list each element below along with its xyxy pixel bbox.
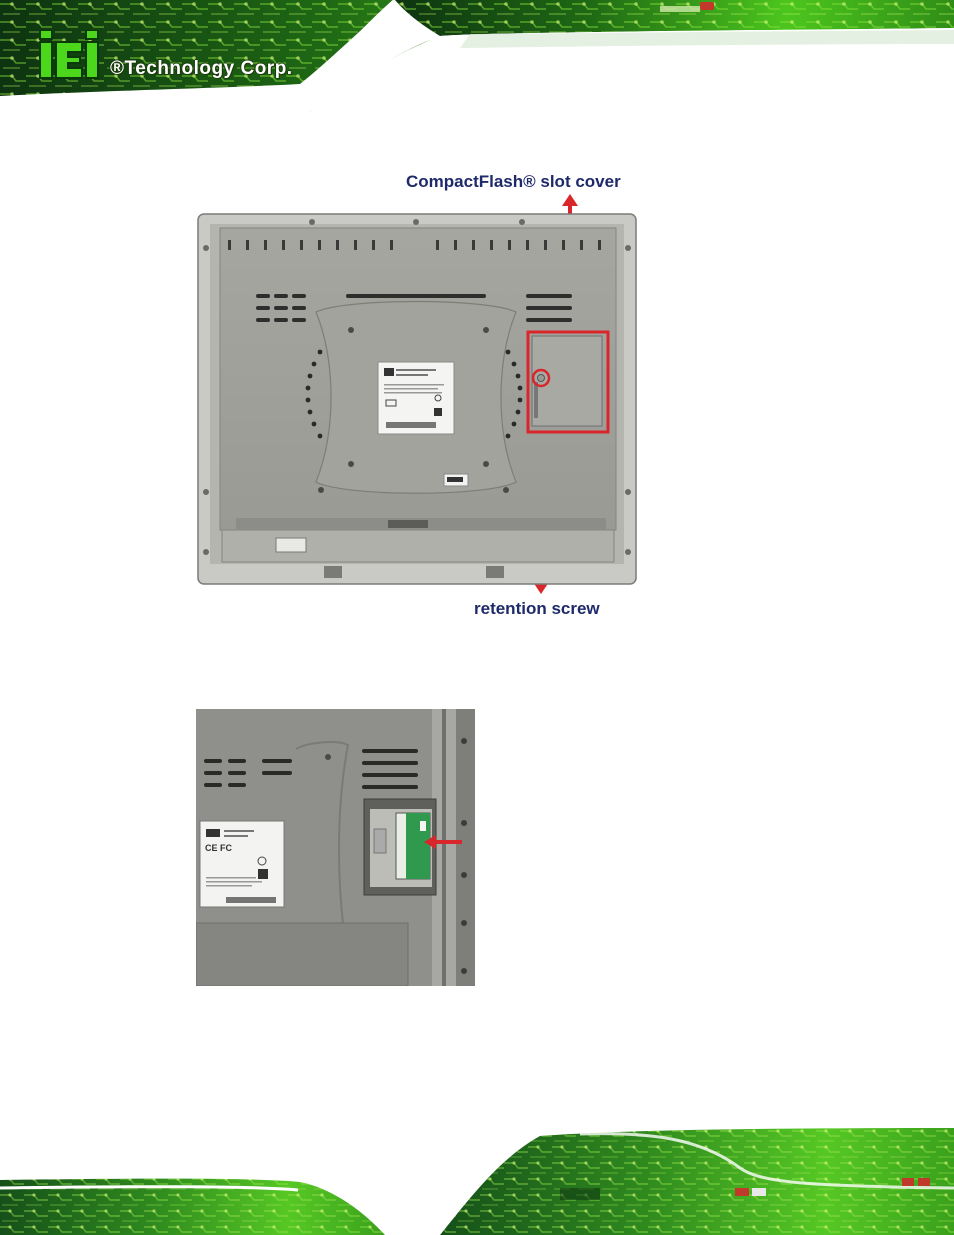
circuit-board-header-graphic [0,0,954,112]
label-ce-fc-mark: CE FC [205,843,233,853]
circuit-board-footer-graphic [0,1128,954,1235]
callout-cf-slot-cover: CompactFlash® slot cover [406,172,621,191]
panel-pc-rear-view [196,212,638,586]
page-header-banner: ®Technology Corp. [0,0,954,112]
cf-card-insertion-photo: CE FC [195,709,475,987]
iei-logo-icon [38,30,106,80]
page-footer-banner [0,1128,954,1235]
brand-name: ®Technology Corp. [110,58,293,79]
callout-retention-screw: retention screw [474,599,600,618]
